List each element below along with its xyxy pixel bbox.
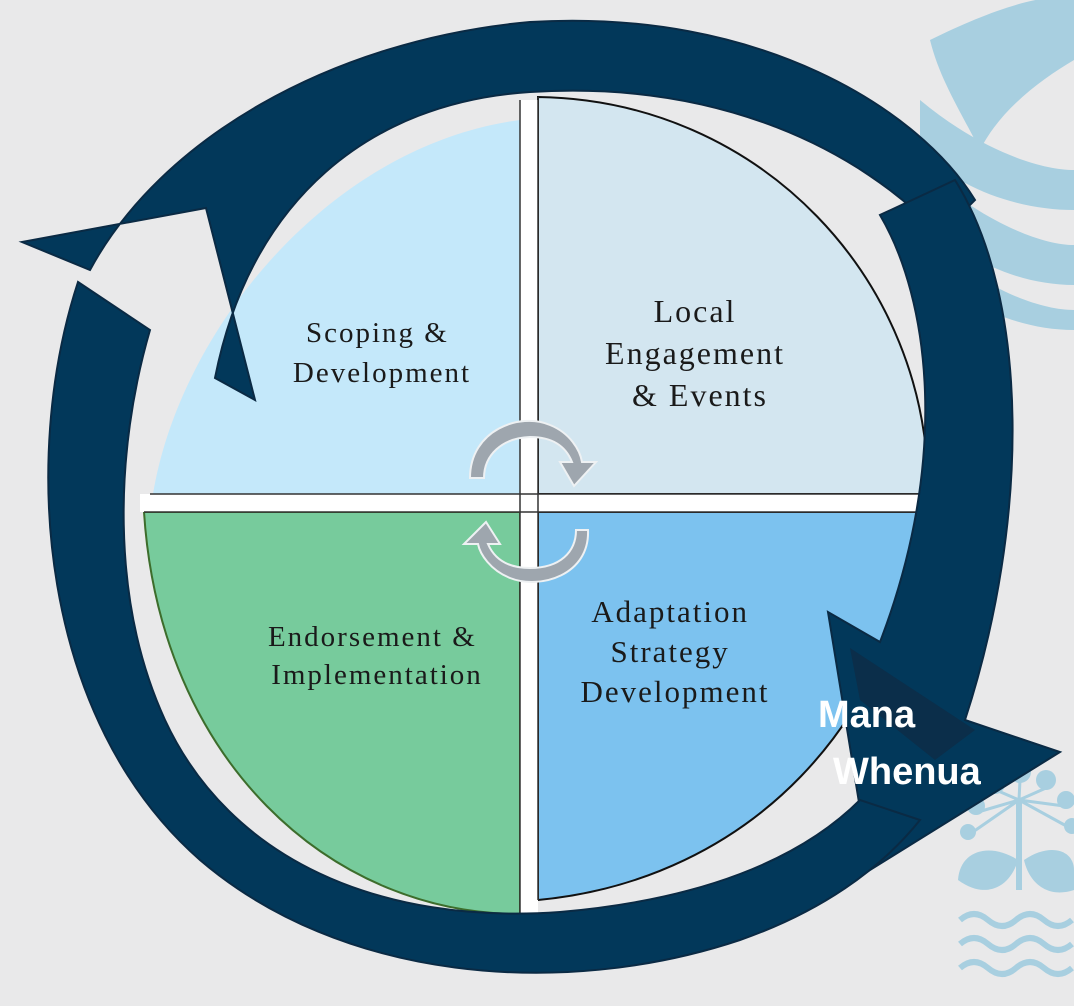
quadrant-endorsement-shape — [142, 511, 521, 916]
label-endorsement: Endorsement & Implementation — [268, 621, 486, 691]
label-adaptation: Adaptation Strategy Development — [580, 594, 769, 709]
quadrant-scoping-shape — [153, 120, 520, 494]
decorative-leaf-pattern — [920, 0, 1074, 330]
inner-arrow-bottom — [461, 520, 590, 583]
label-local-engagement: Local Engagement & Events — [605, 293, 795, 413]
decorative-flower-icon — [958, 761, 1074, 977]
outer-arrow-left — [47, 280, 922, 974]
label-scoping: Scoping & Development — [293, 317, 471, 389]
quadrant-labels: Scoping & Development Local Engagement &… — [268, 293, 982, 793]
outer-arrow-top — [18, 19, 977, 402]
inner-arrow-top — [468, 420, 599, 488]
outer-cycle-arrows — [18, 19, 1063, 974]
label-mana-whenua: Mana Whenua — [818, 694, 982, 793]
quadrant-group — [140, 95, 930, 920]
inner-cycle-arrows — [461, 420, 599, 583]
